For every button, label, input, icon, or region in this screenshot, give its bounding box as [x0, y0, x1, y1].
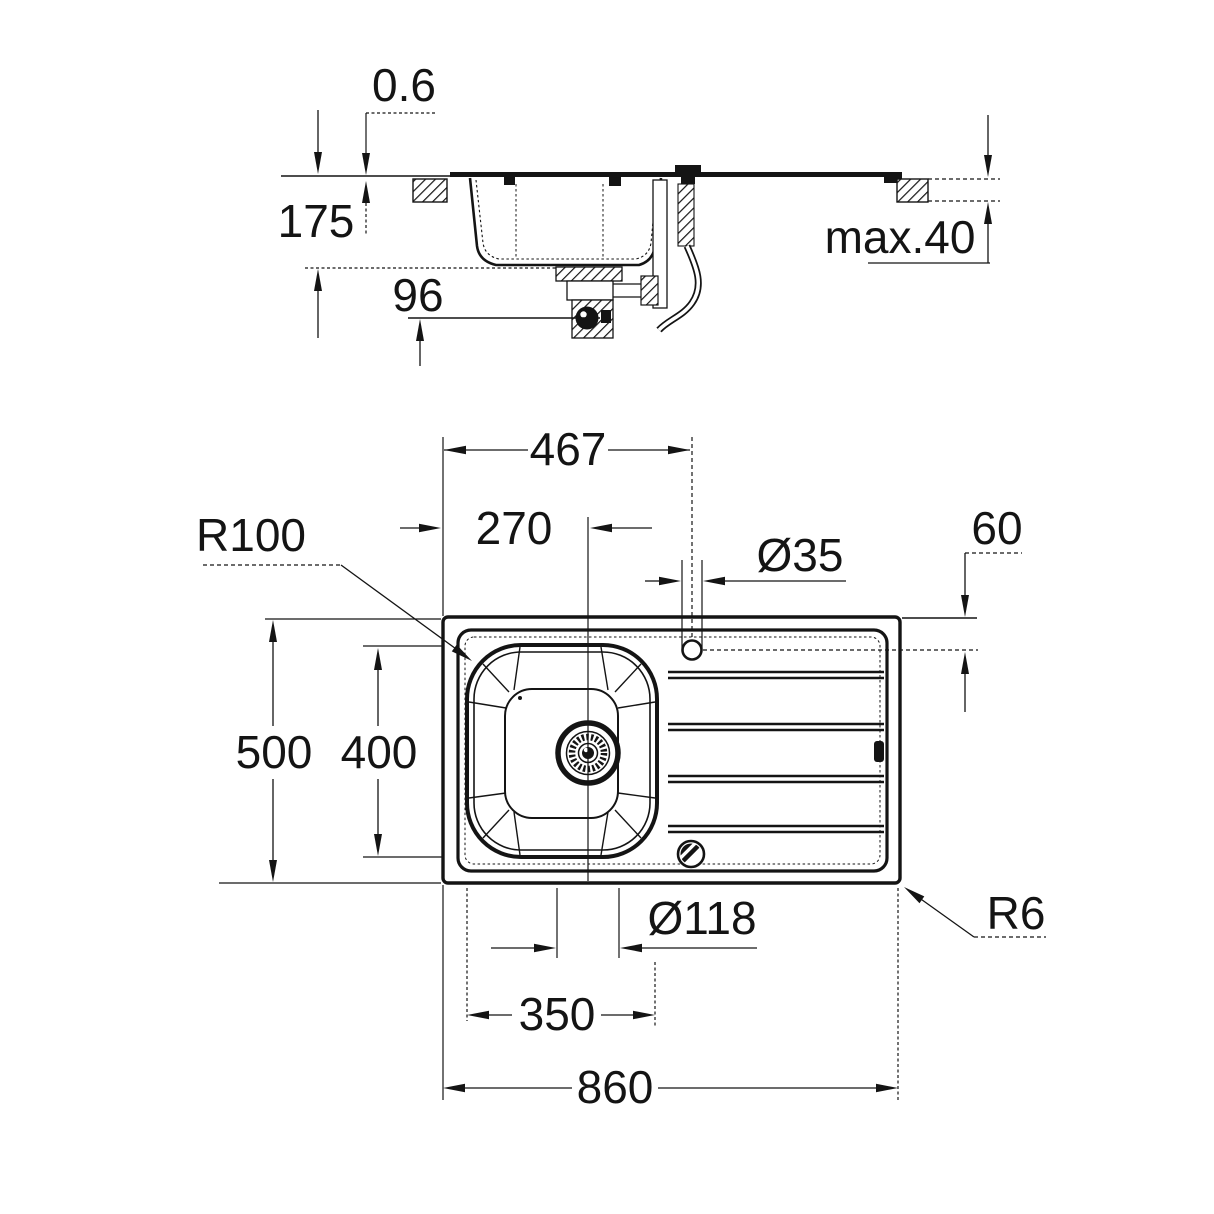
dim-label-bowl-corner-radius: R100 [196, 509, 306, 561]
drain-body [566, 280, 614, 301]
overflow-cover [676, 839, 706, 869]
dim-tap-hole-diameter: Ø35 [645, 529, 846, 648]
tap-hole [681, 639, 703, 661]
arrowhead [703, 576, 725, 586]
bowl-section-inner [475, 179, 658, 260]
arrowhead [269, 620, 277, 642]
dim-edge-to-tap: 467 [442, 423, 693, 639]
drainer-grooves [668, 670, 884, 834]
dim-label-tap-offset: 60 [971, 502, 1022, 554]
dim-label-edge-to-tap: 467 [530, 423, 607, 475]
dim-label-bowl-width: 400 [341, 726, 418, 778]
arrowhead [659, 576, 681, 586]
arrowhead [444, 445, 466, 455]
flange-right-hook [884, 176, 902, 183]
dim-overall-depth: 500 [219, 618, 441, 884]
dim-label-drain-cutout: Ø118 [647, 892, 756, 944]
arrowhead [314, 269, 322, 291]
arrowhead [374, 834, 382, 856]
drain-elbow [640, 275, 659, 306]
dim-bowl-depth-section: 175 [278, 110, 355, 338]
arrowhead [467, 1010, 489, 1020]
bowl-section-outline [468, 177, 663, 267]
bowl-pressing-segments [468, 646, 656, 856]
arrowhead [620, 943, 642, 953]
dim-label-sheet-thickness: 0.6 [372, 59, 436, 111]
dim-sheet-thickness: 0.6 [362, 59, 437, 235]
trap-cap-highlight [580, 311, 587, 318]
arrowhead [590, 523, 612, 533]
arrowhead [419, 523, 441, 533]
rim-clip-detail [874, 741, 884, 762]
arrowhead [362, 181, 370, 203]
countertop-hatch-right [896, 178, 929, 203]
trap-fitting [601, 310, 611, 323]
dim-label-bowl-center-span: 350 [519, 988, 596, 1040]
bowl-outer-edge [465, 643, 659, 859]
dim-drain-height: 96 [392, 269, 600, 366]
dim-label-tap-hole-diameter: Ø35 [757, 529, 844, 581]
arrowhead [314, 152, 322, 174]
arrowhead [416, 319, 424, 341]
dim-drain-cutout: Ø118 [491, 888, 757, 958]
section-view: 0.6 175 96 max.40 [278, 59, 1000, 366]
dim-edge-to-bowl-center: 270 [400, 502, 652, 554]
arrowhead [633, 1010, 655, 1020]
bowl-plan [465, 643, 659, 859]
sink-outline [441, 615, 902, 885]
plan-view: 467 270 Ø35 60 [196, 423, 1046, 1113]
arrowhead [984, 202, 992, 224]
dim-label-overall-length: 860 [577, 1061, 654, 1113]
arrowhead [961, 595, 969, 617]
dim-overall-length: 860 [442, 885, 899, 1113]
arrowhead [443, 1083, 465, 1093]
countertop-hatch-left [412, 178, 448, 203]
dim-label-overall-depth: 500 [236, 726, 313, 778]
sink-rim [456, 628, 889, 873]
arrowhead [374, 648, 382, 670]
arrowhead [534, 943, 556, 953]
arrowhead [984, 155, 992, 177]
tap-hole-plug [675, 165, 701, 176]
dim-counter-thickness: max.40 [825, 115, 992, 264]
arrowhead [269, 860, 277, 882]
dim-label-edge-to-bowl-center: 270 [476, 502, 553, 554]
dim-label-outer-corner-radius: R6 [987, 887, 1046, 939]
dim-bowl-width: 400 [341, 645, 443, 858]
overflow-housing [677, 183, 695, 247]
bowl-dot-detail [518, 696, 522, 700]
mounting-clip [609, 177, 621, 186]
bowl-second-contour [473, 651, 651, 851]
mounting-clip [504, 177, 515, 185]
dim-outer-corner-radius: R6 [904, 887, 1046, 939]
arrowhead [451, 644, 472, 661]
dim-tap-offset: 60 [703, 502, 1023, 712]
dim-bowl-center-span: 350 [466, 888, 656, 1040]
arrowhead [904, 887, 925, 904]
arrowhead [961, 652, 969, 674]
dim-bowl-corner-radius: R100 [196, 509, 472, 661]
dim-label-counter-thickness: max.40 [825, 211, 976, 263]
tap-hole-plug-stem [681, 176, 695, 184]
drain-flange [555, 266, 623, 282]
dim-label-bowl-depth: 175 [278, 195, 355, 247]
dim-label-drain-height: 96 [392, 269, 443, 321]
arrowhead [876, 1083, 898, 1093]
arrowhead [668, 445, 690, 455]
arrowhead [362, 153, 370, 175]
overflow-hose-inner [657, 245, 701, 332]
